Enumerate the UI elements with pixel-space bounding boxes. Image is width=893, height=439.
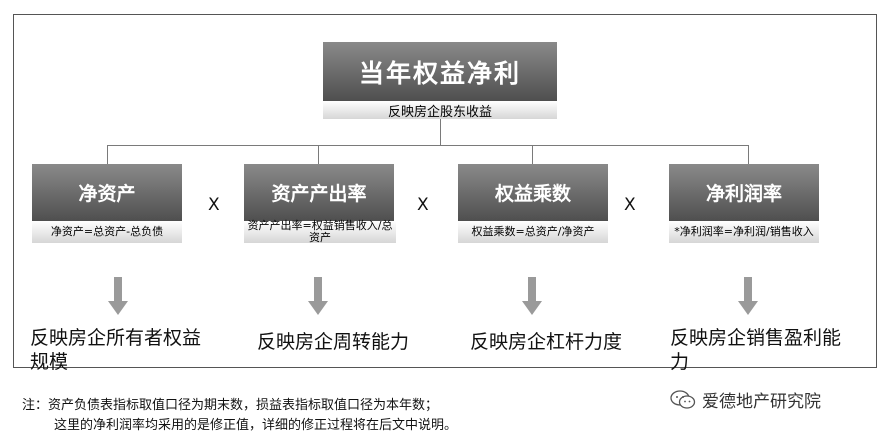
times-operator-3: X [624, 195, 636, 215]
down-arrow-icon [522, 277, 542, 315]
branch-drop-3 [532, 145, 533, 164]
branch-connector [107, 145, 749, 146]
branch-drop-1 [107, 145, 108, 164]
branch-drop-2 [318, 145, 319, 164]
factor-net-margin-description: 反映房企销售盈利能力 [670, 327, 842, 373]
down-arrow-icon [738, 277, 758, 315]
factor-net-margin-title: 净利润率 [669, 164, 819, 221]
footnote-line-2: 这里的净利润率均采用的是修正值，详细的修正过程将在后文中说明。 [54, 418, 458, 433]
factor-net-margin-formula: *净利润率=净利润/销售收入 [669, 221, 819, 243]
factor-net-assets-title: 净资产 [32, 164, 182, 221]
branch-drop-4 [748, 145, 749, 164]
factor-asset-turnover-title: 资产产出率 [244, 164, 394, 221]
wechat-icon [670, 389, 696, 409]
factor-equity-multiplier-formula: 权益乘数=总资产/净资产 [458, 221, 608, 243]
factor-net-assets-formula: 净资产=总资产-总负债 [32, 221, 182, 243]
down-arrow-icon [108, 277, 128, 315]
factor-asset-turnover-description: 反映房企周转能力 [257, 331, 410, 353]
watermark-text: 爱德地产研究院 [702, 392, 821, 412]
footnote: 注：资产负债表指标取值口径为期末数，损益表指标取值口径为本年数； 这里的净利润率… [22, 396, 457, 436]
root-node-subtitle: 反映房企股东收益 [323, 101, 557, 120]
factor-equity-multiplier-title: 权益乘数 [458, 164, 608, 221]
root-node-title: 当年权益净利 [323, 42, 557, 101]
factor-equity-multiplier-description: 反映房企杠杆力度 [470, 331, 623, 353]
factor-net-assets-description: 反映房企所有者权益规模 [30, 327, 202, 373]
times-operator-2: X [417, 195, 429, 215]
footnote-line-1: 注：资产负债表指标取值口径为期末数，损益表指标取值口径为本年数； [22, 398, 439, 413]
root-connector [440, 119, 441, 145]
times-operator-1: X [208, 195, 220, 215]
diagram-frame [13, 14, 877, 368]
down-arrow-icon [308, 277, 328, 315]
factor-asset-turnover-formula: 资产产出率=权益销售收入/总资产 [244, 220, 396, 244]
watermark: 爱德地产研究院 [670, 387, 821, 412]
